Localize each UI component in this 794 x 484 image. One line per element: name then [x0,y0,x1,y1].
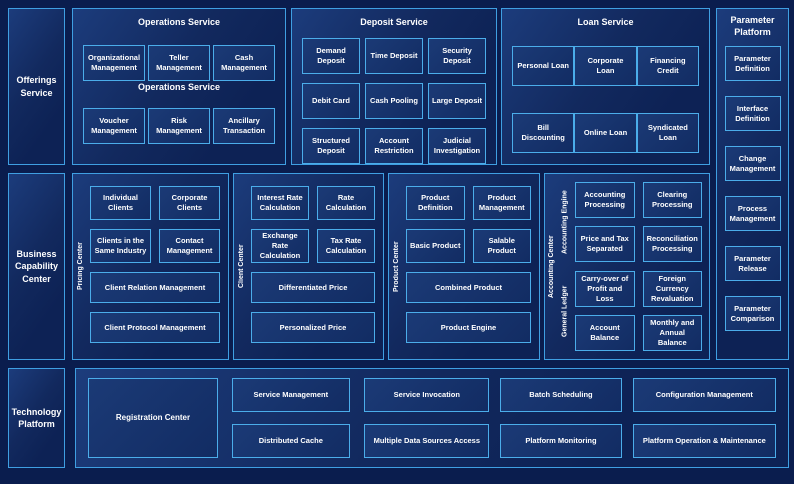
op-box: Teller Management [148,45,210,81]
pricing-box-wide: Client Protocol Management [90,312,220,343]
pricing-box: Individual Clients [90,186,151,220]
engine-box: Clearing Processing [642,182,702,218]
tech-box: Service Invocation [364,378,490,412]
ledger-box: Foreign Currency Revaluation [642,271,702,307]
pricing-box: Clients in the Same Industry [90,229,151,263]
deposit-box: Large Deposit [428,83,486,119]
deposit-box: Cash Pooling [365,83,423,119]
product-box: Product Definition [406,186,465,220]
section-technology-platform: Registration Center Service Management S… [75,368,789,468]
loan-service-title: Loan Service [577,17,634,27]
ledger-box: Monthly and Annual Balance [642,315,702,351]
client-box: Exchange Rate Calculation [251,229,309,263]
tech-box: Distributed Cache [232,424,350,458]
section-deposit-service: Deposit Service Demand Deposit Time Depo… [291,8,497,165]
client-box: Tax Rate Calculation [317,229,375,263]
loan-box: Bill Discounting [512,113,575,153]
operations-service-repeated-caption: Operations Service [137,82,221,92]
tech-box: Multiple Data Sources Access [364,424,490,458]
section-client-center: Client Center Interest Rate Calculation … [233,173,384,360]
op-box: Organizational Management [83,45,145,81]
op-box: Risk Management [148,108,210,144]
loan-box: Corporate Loan [574,46,637,86]
deposit-service-title: Deposit Service [360,17,428,27]
deposit-box: Judicial Investigation [428,128,486,164]
engine-box: Price and Tax Separated [575,226,635,262]
tech-box: Platform Monitoring [500,424,622,458]
client-box: Interest Rate Calculation [251,186,309,220]
section-accounting-center: Accounting Center Accounting Engine Acco… [544,173,710,360]
general-ledger-label: General Ledger [561,285,569,337]
param-box: Change Management [724,146,781,181]
product-box: Product Management [472,186,531,220]
rail-technology-platform: Technology Platform [8,368,65,468]
section-pricing-center: Pricing Center Individual Clients Corpor… [72,173,229,360]
param-box: Parameter Definition [724,46,781,81]
loan-box: Online Loan [574,113,637,153]
section-loan-service: Loan Service Personal Loan Corporate Loa… [501,8,710,165]
parameter-platform-title-line2: Platform [734,27,771,37]
product-box-wide: Product Engine [406,312,531,343]
param-box: Interface Definition [724,96,781,131]
registration-center-box: Registration Center [88,378,218,458]
param-box: Parameter Comparison [724,296,781,331]
tech-box: Configuration Management [632,378,776,412]
deposit-box: Debit Card [302,83,360,119]
pricing-box-wide: Client Relation Management [90,272,220,303]
client-box: Rate Calculation [317,186,375,220]
client-box-wide: Personalized Price [251,312,375,343]
pricing-center-label: Pricing Center [77,242,84,291]
loan-box: Financing Credit [636,46,699,86]
tech-box: Service Management [232,378,350,412]
accounting-engine-label: Accounting Engine [561,190,569,254]
deposit-box: Security Deposit [428,38,486,74]
product-box: Basic Product [406,229,465,263]
client-box-wide: Differentiated Price [251,272,375,303]
pricing-box: Corporate Clients [159,186,220,220]
ledger-box: Account Balance [575,315,635,351]
client-center-label: Client Center [238,244,245,289]
rail-business-capability-center: Business Capability Center [8,173,65,360]
section-product-center: Product Center Product Definition Produc… [388,173,540,360]
deposit-box: Time Deposit [365,38,423,74]
parameter-platform-title-line1: Parameter [730,15,775,25]
op-box: Cash Management [213,45,275,81]
tech-box: Batch Scheduling [500,378,622,412]
product-box: Salable Product [472,229,531,263]
deposit-box: Account Restriction [365,128,423,164]
operations-service-title: Operations Service [137,17,221,27]
pricing-box: Contact Management [159,229,220,263]
rail-offerings-service: Offerings Service [8,8,65,165]
loan-box: Personal Loan [512,46,575,86]
accounting-center-label: Accounting Center [548,235,555,298]
engine-box: Accounting Processing [575,182,635,218]
general-ledger-group: General Ledger Carry-over of Profit and … [558,271,702,351]
section-operations-service: Operations Service Organizational Manage… [72,8,286,165]
param-box: Process Management [724,196,781,231]
loan-box: Syndicated Loan [636,113,699,153]
op-box: Voucher Management [83,108,145,144]
product-box-wide: Combined Product [406,272,531,303]
op-box: Ancillary Transaction [213,108,275,144]
accounting-engine-group: Accounting Engine Accounting Processing … [558,182,702,262]
section-parameter-platform: Parameter Platform Parameter Definition … [716,8,789,360]
deposit-box: Structured Deposit [302,128,360,164]
product-center-label: Product Center [393,241,400,292]
engine-box: Reconciliation Processing [642,226,702,262]
tech-box: Platform Operation & Maintenance [632,424,776,458]
ledger-box: Carry-over of Profit and Loss [575,271,635,307]
deposit-box: Demand Deposit [302,38,360,74]
param-box: Parameter Release [724,246,781,281]
